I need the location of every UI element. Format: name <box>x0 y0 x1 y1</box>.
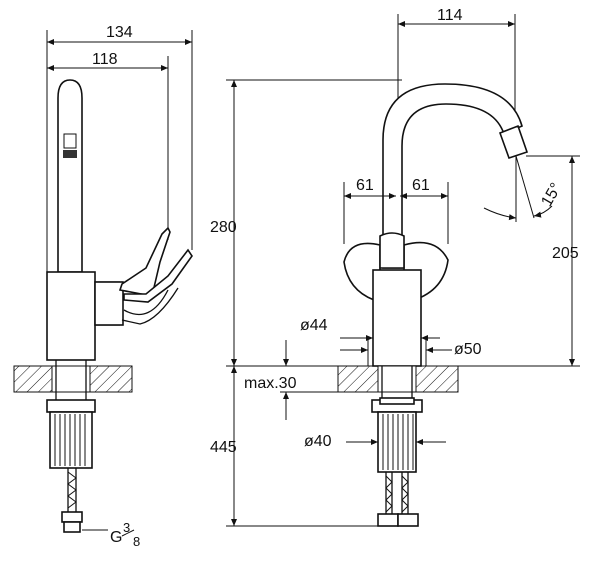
spout-column <box>57 79 83 273</box>
thread-lines-front <box>382 414 414 470</box>
lever-curve <box>123 289 169 316</box>
hose-braid <box>67 471 77 509</box>
thread-numerator: 3 <box>123 520 130 535</box>
lever-handle <box>118 226 171 297</box>
front-view: 114 280 61 61 15° 205 <box>210 7 580 527</box>
hose-nut <box>61 511 83 523</box>
hose-nut-front-2 <box>397 513 419 527</box>
hose-braid-front-1 <box>385 475 393 513</box>
aerator <box>63 150 77 158</box>
dim-134-label: 134 <box>106 24 133 41</box>
hose-nut-front-1 <box>377 513 399 527</box>
dim-61-right-label: 61 <box>412 177 430 194</box>
spout-outlet <box>498 124 529 160</box>
counter-hole <box>51 365 91 393</box>
handle-top <box>379 232 405 269</box>
max30-label: max.30 <box>244 375 297 392</box>
angle-arc-left <box>483 207 517 221</box>
dim-44-label: ø44 <box>300 317 328 334</box>
hose-fitting <box>63 521 81 533</box>
dim-280-label: 280 <box>210 219 237 236</box>
thread-denominator: 8 <box>133 534 140 549</box>
angle-line <box>515 155 535 219</box>
lever-handle-alt <box>123 248 193 303</box>
dim-40-label: ø40 <box>304 433 332 450</box>
lever-curve-lower <box>121 287 179 325</box>
dim-114-label: 114 <box>437 7 463 24</box>
spout-tip-detail <box>63 133 77 149</box>
dim-118-label: 118 <box>92 51 118 68</box>
dim-205-label: 205 <box>552 245 579 262</box>
angle-15-label: 15° <box>538 180 565 209</box>
thread-g-label: G <box>110 529 122 546</box>
counter-hole-front <box>377 365 417 393</box>
thread-lines <box>54 414 86 466</box>
handle-left-swing <box>343 242 381 301</box>
dim-61-left-label: 61 <box>356 177 374 194</box>
angle-arc-right <box>533 205 553 218</box>
dim-445-label: 445 <box>210 439 237 456</box>
side-view: 134 118 <box>13 24 193 549</box>
thread-fraction-bar <box>121 529 135 537</box>
dim-50-label: ø50 <box>454 341 482 358</box>
hose-braid-front-2 <box>401 475 409 513</box>
washer-front <box>379 397 415 405</box>
fixing-nut <box>46 399 96 413</box>
body-cylinder-front <box>372 269 422 367</box>
threaded-rod <box>49 411 93 469</box>
handle-mount <box>94 281 124 326</box>
threaded-rod-front <box>377 411 417 473</box>
body-cylinder <box>46 271 96 361</box>
